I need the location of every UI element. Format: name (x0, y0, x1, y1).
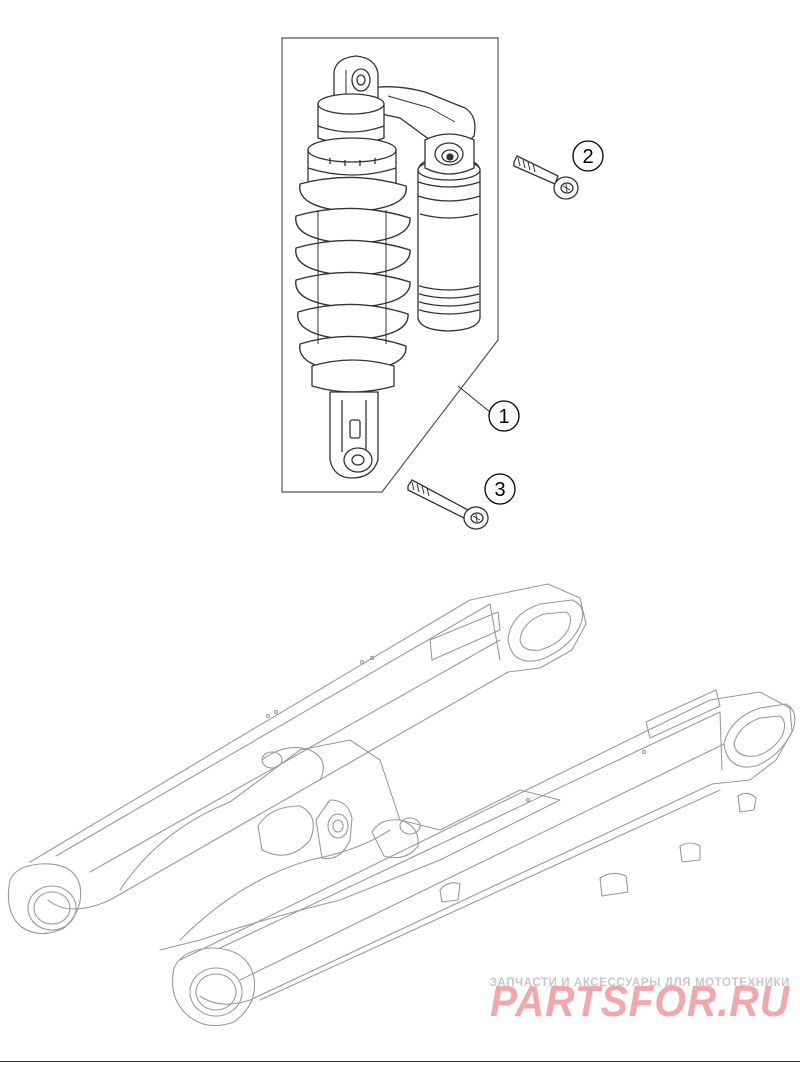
callout-2[interactable]: 2 (572, 140, 604, 172)
watermark-logo: PARTSFOR.RU (490, 977, 790, 1026)
swingarm-right-end (723, 703, 796, 768)
part-number-1: 1 (498, 406, 509, 428)
swingarm-cross-member (119, 739, 561, 951)
swingarm (7, 583, 796, 1027)
swingarm-shock-mount (315, 799, 353, 860)
part-number-2: 2 (582, 146, 593, 168)
part-number-3: 3 (494, 479, 505, 501)
swingarm-left-arm (29, 583, 587, 910)
bottom-border (0, 1061, 800, 1062)
coil-spring (295, 176, 411, 373)
swingarm-right-arm (179, 691, 793, 1005)
callout-3[interactable]: 3 (484, 473, 516, 505)
watermark-subtitle: ЗАПЧАСТИ И АКСЕССУАРЫ ДЛЯ МОТОТЕХНИКИ (490, 977, 790, 989)
shock-absorber[interactable] (295, 55, 481, 479)
bolt-lower[interactable] (407, 479, 489, 530)
swingarm-left-end (507, 599, 584, 662)
lower-spring-seat (311, 359, 395, 393)
bolt-upper[interactable] (513, 155, 579, 200)
swingarm-pivot-right (171, 947, 256, 1027)
leader-line-1 (457, 385, 491, 413)
swingarm-pivot-left (7, 863, 82, 935)
assembly-group-frame (281, 37, 499, 493)
reservoir-canister (417, 156, 481, 332)
callout-1[interactable]: 1 (488, 400, 520, 432)
reservoir-bridge-inner (387, 95, 456, 123)
